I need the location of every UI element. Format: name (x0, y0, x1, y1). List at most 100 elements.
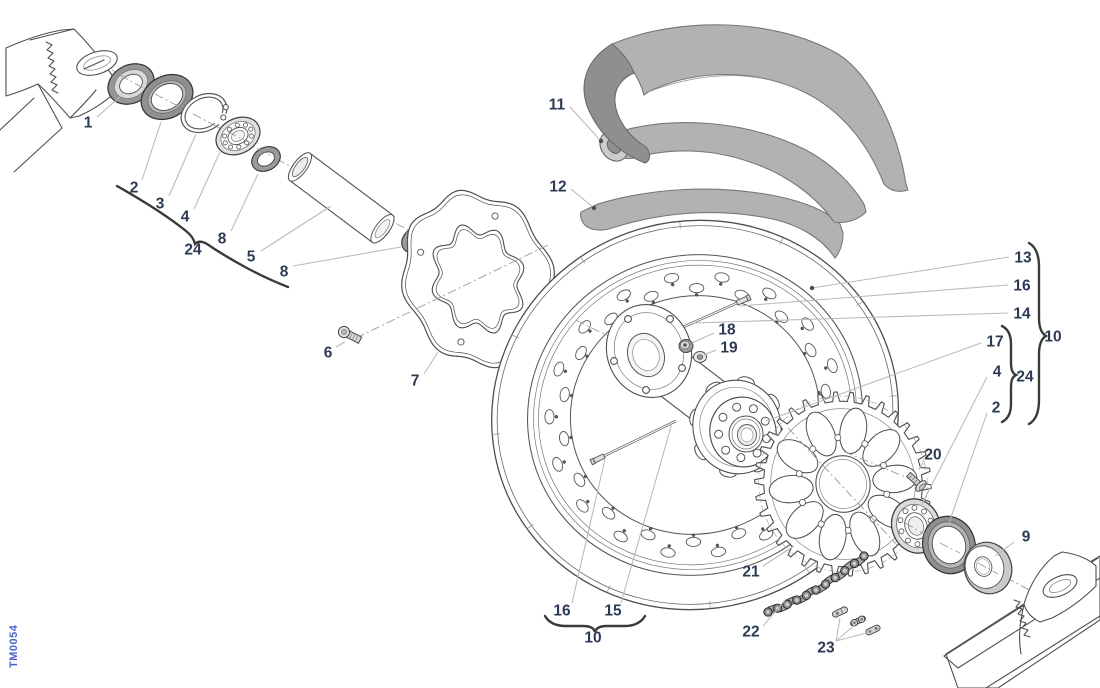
leader-line (168, 133, 197, 197)
leader-line (918, 459, 925, 471)
leader-dot (809, 285, 815, 291)
disc-bolt-6 (337, 325, 363, 344)
part-label-6: 6 (324, 345, 333, 362)
axle-spacer-tube-5 (287, 152, 395, 244)
weld-seam (45, 41, 59, 94)
brace-10-right (1027, 241, 1049, 426)
spoke-nipple-16-upper (735, 294, 752, 306)
leader-line (762, 598, 787, 627)
seal-ring-1 (107, 63, 155, 105)
leader-line (620, 422, 673, 604)
part-label-8: 8 (280, 264, 289, 281)
part-label-24: 24 (184, 242, 202, 259)
leader-line (423, 351, 439, 375)
leader-line (292, 246, 402, 267)
sprocket-centerlines (787, 427, 916, 547)
circlip-3 (180, 92, 235, 134)
part-label-11: 11 (549, 97, 566, 114)
part-label-16: 16 (1013, 278, 1031, 295)
part-label-17: 17 (986, 334, 1003, 351)
spoke-15-lower (589, 419, 677, 466)
part-label-3: 3 (156, 196, 165, 213)
brake-disc-7 (401, 189, 555, 369)
leader-line (739, 284, 1009, 307)
leader-line (835, 631, 871, 642)
drawing-code: TM0054 (8, 624, 20, 668)
leader-line (569, 106, 602, 142)
washer-19 (693, 351, 707, 363)
axle-nut-18 (678, 339, 694, 353)
swingarm-right (943, 551, 1100, 688)
leader-line (835, 617, 841, 642)
part-label-23: 23 (817, 640, 835, 657)
leader-dot (591, 205, 597, 211)
part-label-2: 2 (130, 180, 139, 197)
part-label-18: 18 (718, 322, 736, 339)
sprocket-carrier-17 (692, 379, 782, 475)
part-label-13: 13 (1014, 250, 1032, 267)
part-label-4: 4 (181, 209, 190, 226)
part-label-16: 16 (553, 603, 571, 620)
part-label-19: 19 (720, 340, 738, 357)
part-label-1: 1 (84, 115, 93, 132)
seal-ring-2-right (922, 515, 976, 575)
leader-line (141, 121, 162, 181)
spoke-nipple-16-lower (589, 453, 606, 466)
leader-line (335, 341, 346, 348)
leader-line (811, 256, 1010, 289)
part-label-8: 8 (218, 231, 227, 248)
part-label-4: 4 (993, 364, 1002, 381)
hub-disc-flange (605, 304, 693, 398)
part-label-12: 12 (549, 179, 566, 196)
sprocket-21 (754, 391, 932, 577)
leader-dot (598, 138, 604, 144)
tyre (583, 24, 909, 192)
part-label-10: 10 (584, 630, 601, 647)
leader-line (260, 205, 332, 252)
bearing-4-left (215, 116, 261, 156)
weld-seam (1013, 599, 1031, 638)
part-label-5: 5 (247, 249, 256, 266)
part-label-20: 20 (924, 447, 941, 464)
leader-line (693, 312, 1009, 324)
part-label-9: 9 (1022, 529, 1031, 546)
swingarm-left (0, 28, 122, 173)
leader-line (570, 188, 595, 209)
part-label-14: 14 (1013, 306, 1031, 323)
disc-centerline (355, 244, 549, 339)
part-label-15: 15 (604, 603, 622, 620)
leader-line (835, 623, 857, 642)
leader-line (920, 376, 988, 507)
leader-line (230, 173, 259, 232)
hub-assembly (605, 304, 785, 478)
chain-22 (763, 551, 869, 617)
brace-24-left (115, 184, 290, 289)
group-braces (115, 184, 1049, 633)
rim-band-12 (580, 188, 844, 259)
leader-line (762, 545, 795, 567)
spacer-9 (963, 541, 1013, 595)
bearing-4-right (890, 498, 942, 554)
leader-line (948, 412, 988, 524)
leader-line (96, 95, 122, 118)
leader-line (571, 458, 606, 604)
part-label-21: 21 (742, 564, 760, 581)
leader-line (994, 541, 1015, 557)
leader-line (703, 349, 717, 356)
leader-line (765, 342, 982, 422)
part-label-24: 24 (1016, 369, 1034, 386)
chain-link-kit-23 (832, 606, 881, 636)
centerline-right-overlay (904, 522, 999, 575)
leader-line (691, 332, 715, 344)
carrier-bolt-20 (906, 471, 927, 492)
part-label-10: 10 (1044, 329, 1061, 346)
brace-10-bottom (543, 614, 647, 633)
part-label-2: 2 (992, 400, 1001, 417)
part-label-22: 22 (742, 624, 759, 641)
centerline-left-overlay (119, 74, 433, 248)
leader-line (193, 151, 221, 210)
brace-24-right (1000, 324, 1019, 424)
